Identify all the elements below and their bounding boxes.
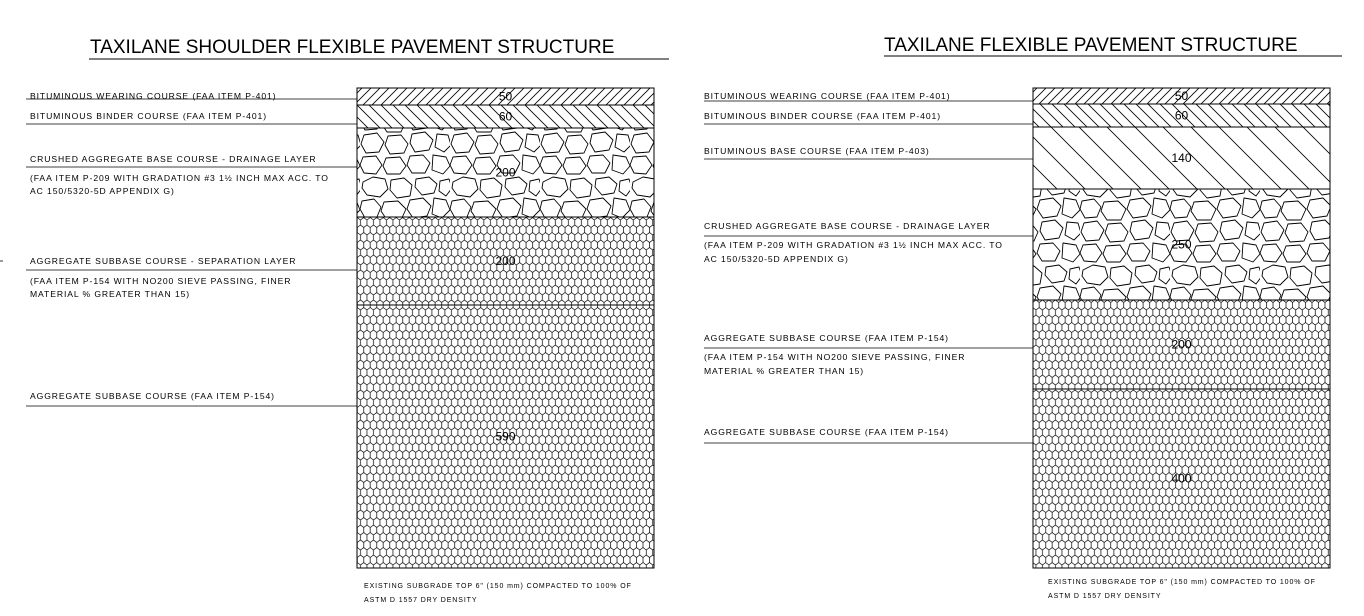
layer-stones-fill [1032, 188, 1331, 301]
section-title: TAXILANE SHOULDER FLEXIBLE PAVEMENT STRU… [90, 37, 614, 58]
layer-thickness: 200 [1171, 338, 1191, 352]
layer-4: 250 CRUSHED AGGREGATE BASE COURSE - DRAIN… [704, 188, 1331, 301]
layer-thickness: 60 [1175, 109, 1189, 123]
layer-1: 50 BITUMINOUS WEARING COURSE (FAA ITEM P-… [704, 87, 1331, 105]
layer-label: BITUMINOUS WEARING COURSE (FAA ITEM P-40… [704, 91, 950, 101]
layer-stones-fill [356, 127, 655, 218]
layer-hex-fill [356, 216, 655, 306]
layer-label: CRUSHED AGGREGATE BASE COURSE - DRAINAGE… [30, 154, 317, 164]
pavement-section-2: TAXILANE FLEXIBLE PAVEMENT STRUCTURE50BI… [704, 35, 1342, 600]
layer-5: 590 AGGREGATE SUBBASE COURSE (FAA ITEM P-… [26, 304, 655, 569]
layer-thickness: 200 [495, 166, 515, 180]
layer-note: AC 150/5320-5D APPENDIX G) [30, 186, 175, 196]
subgrade-note: ASTM D 1557 DRY DENSITY [1048, 593, 1161, 600]
layer-hatch-wide-fill [1032, 126, 1331, 190]
layer-note: (FAA ITEM P-154 WITH NO200 SIEVE PASSING… [30, 276, 291, 286]
layer-label: CRUSHED AGGREGATE BASE COURSE - DRAINAGE… [704, 221, 991, 231]
layer-label: BITUMINOUS BINDER COURSE (FAA ITEM P-401… [704, 111, 941, 121]
layer-hex-fill [1032, 388, 1331, 569]
section-title: TAXILANE FLEXIBLE PAVEMENT STRUCTURE [884, 35, 1298, 56]
subgrade-note: EXISTING SUBGRADE TOP 6" (150 mm) COMPAC… [364, 583, 632, 590]
layer-note: (FAA ITEM P-154 WITH NO200 SIEVE PASSING… [704, 352, 965, 362]
layer-thickness: 50 [499, 90, 513, 104]
layer-thickness: 60 [499, 110, 513, 124]
layer-label: AGGREGATE SUBBASE COURSE (FAA ITEM P-154… [704, 333, 949, 343]
layer-label: AGGREGATE SUBBASE COURSE (FAA ITEM P-154… [30, 391, 275, 401]
layer-note: AC 150/5320-5D APPENDIX G) [704, 254, 849, 264]
layer-hex-fill [356, 304, 655, 569]
subgrade-note: EXISTING SUBGRADE TOP 6" (150 mm) COMPAC… [1048, 579, 1316, 586]
layer-3: 140 BITUMINOUS BASE COURSE (FAA ITEM P-40… [704, 126, 1331, 190]
layer-label: BITUMINOUS BASE COURSE (FAA ITEM P-403) [704, 146, 930, 156]
pavement-section-1: TAXILANE SHOULDER FLEXIBLE PAVEMENT STRU… [26, 37, 669, 604]
layer-thickness: 590 [495, 430, 515, 444]
layer-thickness: 140 [1171, 151, 1191, 165]
layer-thickness: 200 [495, 254, 515, 268]
layer-note: MATERIAL % GREATER THAN 15) [704, 366, 864, 376]
layer-label: BITUMINOUS WEARING COURSE (FAA ITEM P-40… [30, 91, 276, 101]
layer-2: 60 BITUMINOUS BINDER COURSE (FAA ITEM P-4… [26, 104, 655, 129]
layer-thickness: 50 [1175, 89, 1189, 103]
layer-thickness: 400 [1171, 472, 1191, 486]
layer-1: 50 BITUMINOUS WEARING COURSE (FAA ITEM P-… [26, 87, 655, 106]
layer-6: 400 AGGREGATE SUBBASE COURSE (FAA ITEM P-… [704, 388, 1331, 569]
layer-4: 200 AGGREGATE SUBBASE COURSE - SEPARATION… [26, 216, 655, 306]
layer-note: (FAA ITEM P-209 WITH GRADATION #3 1½ INC… [704, 240, 1003, 250]
layer-label: AGGREGATE SUBBASE COURSE (FAA ITEM P-154… [704, 427, 949, 437]
layer-5: 200 AGGREGATE SUBBASE COURSE (FAA ITEM P-… [704, 299, 1331, 390]
layer-note: (FAA ITEM P-209 WITH GRADATION #3 1½ INC… [30, 173, 329, 183]
layer-hex-fill [1032, 299, 1331, 390]
layer-3: 200 CRUSHED AGGREGATE BASE COURSE - DRAIN… [26, 127, 655, 218]
layer-label: AGGREGATE SUBBASE COURSE - SEPARATION LA… [30, 256, 296, 266]
layer-note: MATERIAL % GREATER THAN 15) [30, 289, 190, 299]
subgrade-note: ASTM D 1557 DRY DENSITY [364, 597, 477, 604]
layer-thickness: 250 [1171, 238, 1191, 252]
layer-2: 60 BITUMINOUS BINDER COURSE (FAA ITEM P-4… [704, 103, 1331, 128]
layer-label: BITUMINOUS BINDER COURSE (FAA ITEM P-401… [30, 111, 267, 121]
